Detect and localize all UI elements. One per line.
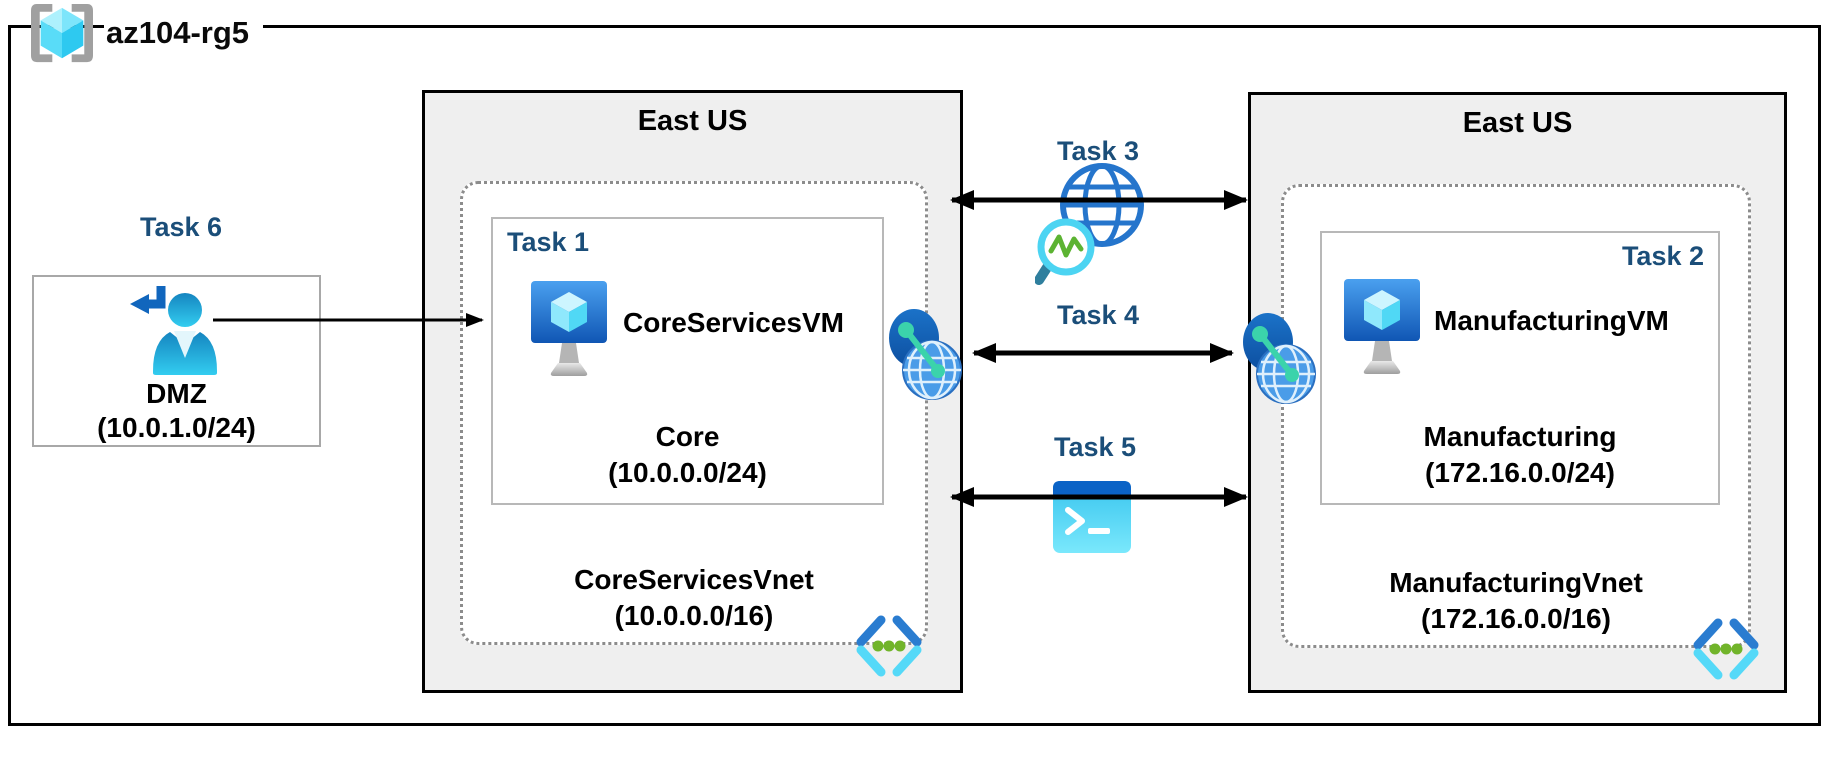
region-title-core: East US	[637, 105, 748, 137]
resource-group-header: az104-rg5	[20, 2, 264, 64]
manufacturing-subnet-box: Task 2	[1320, 231, 1720, 505]
core-vnet-name: CoreServicesVnet	[574, 564, 814, 595]
manufacturing-vm-name: ManufacturingVM	[1434, 305, 1669, 336]
virtual-network-icon	[849, 612, 929, 680]
manufacturing-subnet-cidr: (172.16.0.0/24)	[1425, 457, 1615, 488]
dmz-box: DMZ (10.0.1.0/24)	[32, 275, 321, 447]
manufacturing-subnet-name: Manufacturing	[1423, 421, 1617, 452]
resource-group-icon	[20, 2, 104, 64]
manufacturing-vnet-box: Task 2	[1281, 184, 1759, 680]
manufacturing-vnet-caption: ManufacturingVnet (172.16.0.0/16)	[1284, 565, 1748, 637]
core-vnet-cidr: (10.0.0.0/16)	[614, 600, 774, 631]
virtual-network-icon	[1686, 615, 1766, 683]
manufacturing-vnet-cidr: (172.16.0.0/16)	[1421, 603, 1611, 634]
resource-group-label: az104-rg5	[104, 13, 264, 53]
virtual-machine-icon	[1342, 277, 1422, 381]
core-subnet-cidr: (10.0.0.0/24)	[608, 457, 767, 488]
task-1-label: Task 1	[507, 227, 590, 257]
vnet-peering-icon	[888, 308, 962, 402]
cloud-shell-icon	[1053, 481, 1131, 553]
dmz-caption: DMZ (10.0.1.0/24)	[34, 377, 319, 445]
core-vnet-caption: CoreServicesVnet (10.0.0.0/16)	[463, 562, 925, 634]
dmz-cidr: (10.0.1.0/24)	[97, 412, 256, 443]
resource-group-frame	[8, 25, 1821, 726]
user-icon	[125, 283, 229, 377]
region-box-manufacturing: East US Task 2	[1248, 92, 1787, 693]
region-title-manufacturing: East US	[1462, 107, 1573, 139]
core-subnet-name: Core	[655, 421, 720, 452]
core-services-vnet-box: Task 1	[460, 181, 928, 677]
task-5-label: Task 5	[1053, 432, 1137, 462]
dmz-name: DMZ	[146, 378, 207, 409]
core-subnet-box: Task 1	[491, 217, 884, 505]
task-3-label: Task 3	[1056, 136, 1140, 166]
vnet-peering-icon	[1242, 312, 1316, 406]
manufacturing-subnet-caption: Manufacturing (172.16.0.0/24)	[1322, 419, 1718, 491]
task-6-label: Task 6	[139, 212, 223, 242]
manufacturing-vnet-name: ManufacturingVnet	[1389, 567, 1643, 598]
network-watcher-icon	[1034, 158, 1147, 286]
region-box-core: East US Task 1	[422, 90, 963, 693]
task-2-label: Task 2	[1621, 241, 1704, 271]
core-subnet-caption: Core (10.0.0.0/24)	[493, 419, 882, 491]
core-services-vm-name: CoreServicesVM	[623, 307, 845, 338]
task-4-label: Task 4	[1056, 300, 1140, 330]
virtual-machine-icon	[529, 279, 609, 383]
